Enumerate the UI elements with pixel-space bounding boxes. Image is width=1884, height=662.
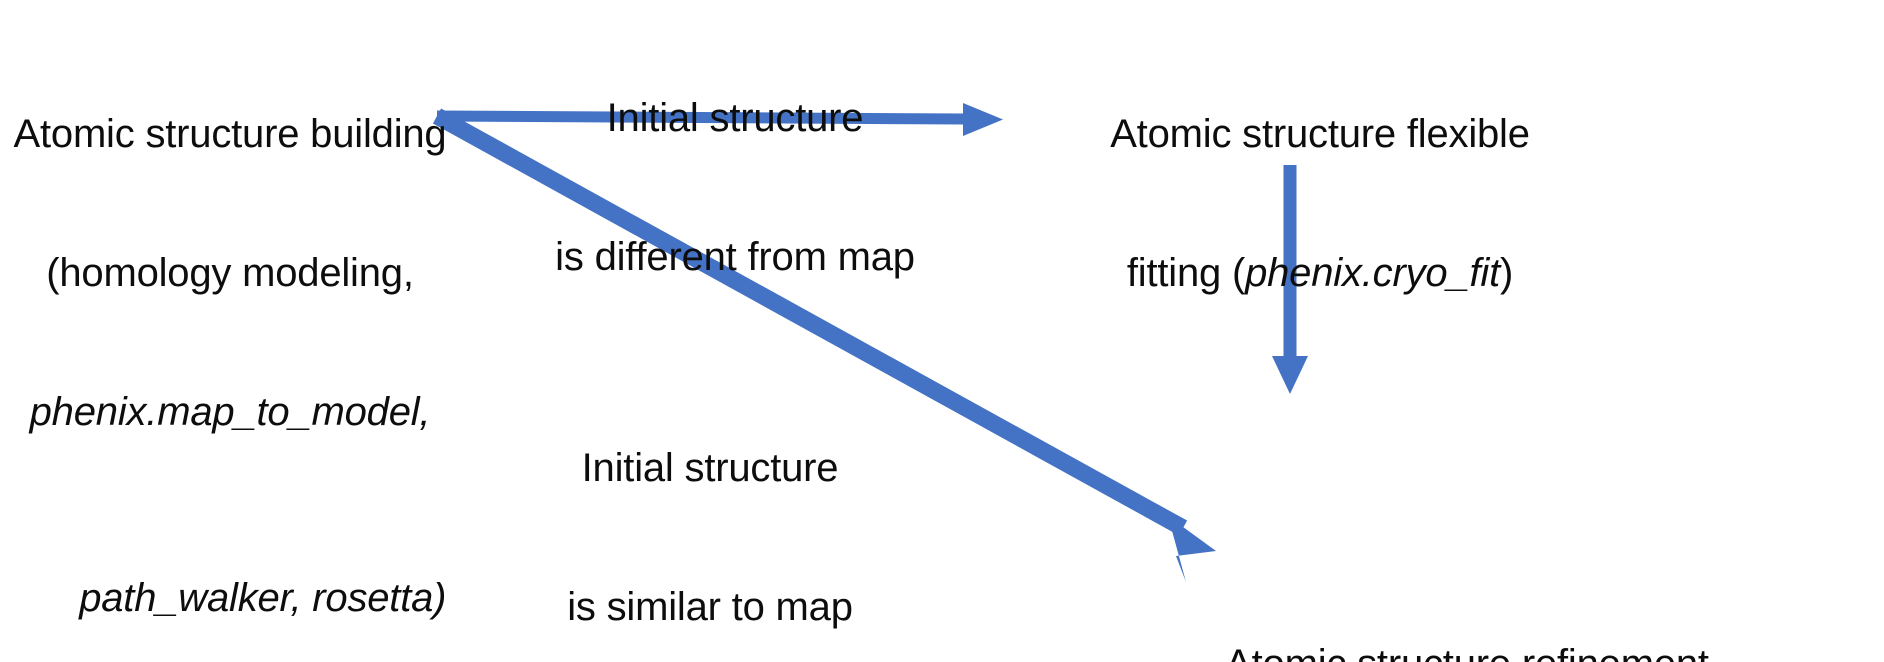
edge-label-similar-to-map: Initial structure is similar to map [520, 352, 900, 662]
node-fitting-line2: fitting (phenix.cryo_fit) [1060, 250, 1580, 296]
node-fitting-line2-prefix: fitting ( [1126, 250, 1246, 295]
edge-label-similar-line2: is similar to map [567, 584, 853, 629]
node-atomic-structure-building: Atomic structure building (homology mode… [0, 18, 460, 662]
node-building-line4: path_walker, rosetta) [0, 528, 460, 662]
node-building-line3: phenix.map_to_model, [29, 390, 431, 435]
edge-label-different-line2: is different from map [555, 234, 915, 279]
node-building-line4-italic: path_walker, rosetta) [79, 575, 447, 620]
node-fitting-line1: Atomic structure flexible [1110, 111, 1530, 156]
edge-label-different-line1: Initial structure [606, 95, 864, 140]
node-fitting-line2-italic: phenix.cryo_fit [1245, 250, 1501, 295]
edge-label-similar-line1: Initial structure [581, 445, 839, 490]
node-refinement-line1: Atomic structure refinement [1050, 641, 1884, 662]
node-building-line2: (homology modeling, [46, 250, 414, 295]
node-atomic-structure-flexible-fitting: Atomic structure flexible fitting (pheni… [1060, 18, 1580, 389]
node-building-line1: Atomic structure building [13, 111, 447, 156]
edge-label-different-from-map: Initial structure is different from map [520, 2, 950, 373]
node-atomic-structure-refinement: Atomic structure refinement (phenix.real… [1050, 548, 1884, 662]
node-fitting-line2-suffix: ) [1500, 250, 1514, 295]
